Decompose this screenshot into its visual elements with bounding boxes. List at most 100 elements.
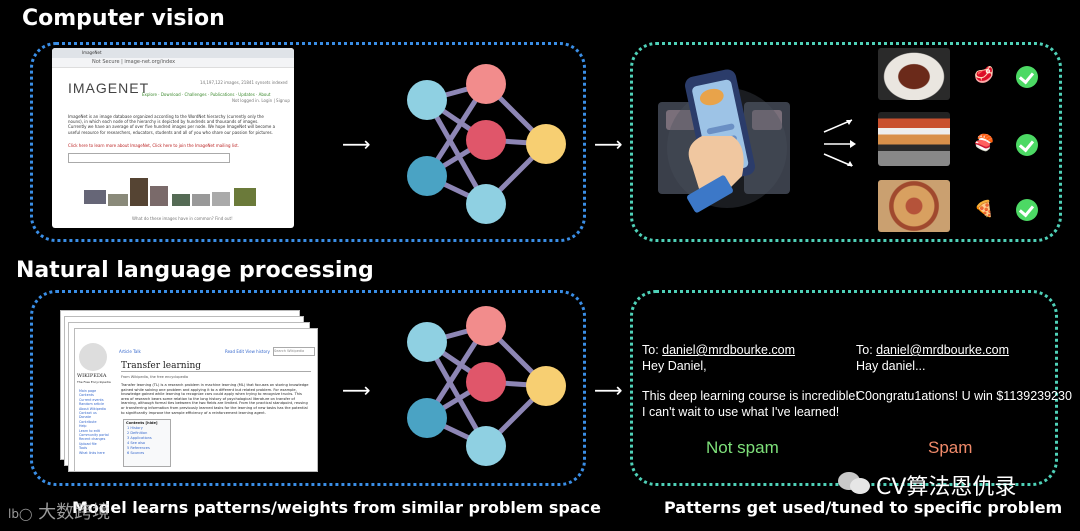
email-body-line: I can't wait to use what I've learned! [642, 405, 840, 419]
wiki-search-input[interactable]: Search Wikipedia [273, 347, 315, 356]
wiki-sidebar-link[interactable]: Contribute [79, 419, 97, 424]
wiki-sidebar-link[interactable]: Contents [79, 393, 94, 398]
imagenet-description: ImageNet is an image database organized … [68, 114, 276, 135]
steak-emoji-icon: 🥩 [974, 65, 994, 84]
wiki-tab-history[interactable]: View history [245, 349, 270, 354]
email-address[interactable]: daniel@mrdbourke.com [662, 343, 796, 357]
nlp-title: Natural language processing [16, 258, 374, 283]
pizza-photo [878, 180, 950, 232]
phone-food-app-icon [658, 69, 790, 213]
checkmark-icon [1016, 199, 1038, 221]
imagenet-browser-window: ImageNet Not Secure | image-net.org/inde… [52, 48, 294, 228]
wiki-logo-sub: The Free Encyclopedia [77, 380, 111, 384]
steak-photo [878, 48, 950, 100]
email-body-line: C0ongratu1ations! U win $1139239230 [856, 389, 1072, 403]
email-greeting: Hay daniel... [856, 359, 926, 373]
wiki-tab-edit[interactable]: Edit [236, 349, 245, 354]
wiki-sidebar-link[interactable]: About Wikipedia [79, 406, 106, 411]
email-address[interactable]: daniel@mrdbourke.com [876, 343, 1010, 357]
wiki-contents-item[interactable]: 3 Applications [127, 436, 152, 440]
cv-target-panel [630, 42, 1062, 242]
watermark-left: lb◯ 大数跨境 [8, 498, 110, 524]
wiki-page-front: WIKIPEDIA The Free Encyclopedia Main pag… [74, 328, 318, 472]
not-spam-label: Not spam [706, 438, 779, 457]
nn-node [407, 156, 447, 196]
wiki-article-subtitle: From Wikipedia, the free encyclopedia [121, 375, 189, 379]
arrow-right-icon: ⟶ [594, 132, 623, 156]
nn-node [407, 398, 447, 438]
cv-title: Computer vision [22, 6, 225, 31]
nn-node [526, 124, 566, 164]
imagenet-search-input[interactable] [68, 153, 230, 163]
email-not-spam: To: daniel@mrdbourke.com Hey Daniel, Thi… [642, 342, 859, 420]
sushi-emoji-icon: 🍣 [974, 133, 994, 152]
email-body-line: This deep learning course is incredible! [642, 389, 859, 403]
nn-node [466, 426, 506, 466]
wiki-contents-item[interactable]: 4 See also [127, 441, 146, 445]
wiki-sidebar-link[interactable]: Contact us [79, 411, 97, 416]
browser-tab-title: ImageNet [82, 50, 102, 55]
arrow-right-icon: ⟶ [594, 378, 623, 402]
wiki-contents-title: Contents [hide] [126, 421, 158, 425]
imagenet-thumbnails [84, 176, 264, 212]
wiki-sidebar-link[interactable]: Learn to edit [79, 428, 100, 433]
wiki-sidebar-link[interactable]: Current events [79, 397, 104, 402]
arrow-right-icon: ⟶ [342, 132, 371, 156]
nn-node [466, 184, 506, 224]
imagenet-nav: Explore · Download · Challenges · Public… [142, 92, 271, 97]
nn-node [466, 306, 506, 346]
wiki-sidebar-link[interactable]: Recent changes [79, 437, 106, 442]
wiki-sidebar-link[interactable]: Upload file [79, 441, 97, 446]
browser-tab-bar: ImageNet [52, 48, 294, 58]
wiki-article-title: Transfer learning [121, 361, 311, 372]
watermark-logo-icon: lb◯ [8, 507, 33, 521]
nn-node [466, 64, 506, 104]
nn-node [466, 362, 506, 402]
email-to-prefix: To: [642, 343, 663, 357]
imagenet-account: Not logged in. Login | Signup [232, 98, 290, 103]
email-spam: To: daniel@mrdbourke.com Hay daniel... C… [856, 342, 1072, 404]
fanout-arrows-icon [823, 119, 856, 167]
nn-node [526, 366, 566, 406]
watermark-right: CV算法恩仇录 [876, 475, 1017, 500]
wiki-sidebar-link[interactable]: Donate [79, 415, 91, 420]
imagenet-footer: What do these images have in common? Fin… [132, 216, 233, 221]
wiki-tab-talk[interactable]: Talk [133, 349, 141, 354]
imagenet-stats: 14,197,122 images, 21841 synsets indexed [200, 80, 288, 85]
checkmark-icon [1016, 66, 1038, 88]
neural-network-icon [407, 64, 566, 224]
email-to-line: To: daniel@mrdbourke.com [856, 342, 1072, 358]
email-to-prefix: To: [856, 343, 877, 357]
wiki-sidebar-link[interactable]: Help [79, 424, 87, 429]
wiki-contents-item[interactable]: 2 Definition [127, 431, 148, 435]
cv-source-panel [30, 42, 586, 242]
imagenet-links: Click here to learn more about ImageNet,… [68, 143, 239, 148]
caption-left: Model learns patterns/weights from simil… [72, 498, 601, 517]
wiki-article-body: Transfer learning (TL) is a research pro… [121, 383, 309, 415]
nn-node [466, 120, 506, 160]
email-to-line: To: daniel@mrdbourke.com [642, 342, 859, 358]
checkmark-icon [1016, 134, 1038, 156]
wechat-icon [838, 470, 872, 496]
wiki-contents-item[interactable]: 1 History [127, 426, 143, 430]
browser-url-bar: Not Secure | image-net.org/index [52, 58, 294, 68]
wiki-sidebar-link[interactable]: Community portal [79, 433, 109, 438]
wiki-sidebar-link[interactable]: What links here [79, 450, 105, 455]
wiki-logo: WIKIPEDIA [77, 373, 107, 379]
wiki-tab-read[interactable]: Read [225, 349, 236, 354]
wiki-sidebar-link[interactable]: Random article [79, 402, 105, 407]
caption-right: Patterns get used/tuned to specific prob… [664, 498, 1063, 517]
arrow-right-icon: ⟶ [342, 378, 371, 402]
nn-node [407, 322, 447, 362]
sushi-photo [878, 112, 950, 166]
neural-network-icon [407, 306, 566, 466]
imagenet-logo: IMAGENET [68, 80, 150, 96]
wiki-contents-item[interactable]: 5 References [127, 446, 150, 450]
wiki-tab-article[interactable]: Article [119, 349, 132, 354]
wiki-contents-item[interactable]: 6 Sources [127, 451, 145, 455]
wiki-sidebar-link[interactable]: Tools [79, 446, 88, 451]
wiki-sidebar-link[interactable]: Main page [79, 389, 97, 393]
